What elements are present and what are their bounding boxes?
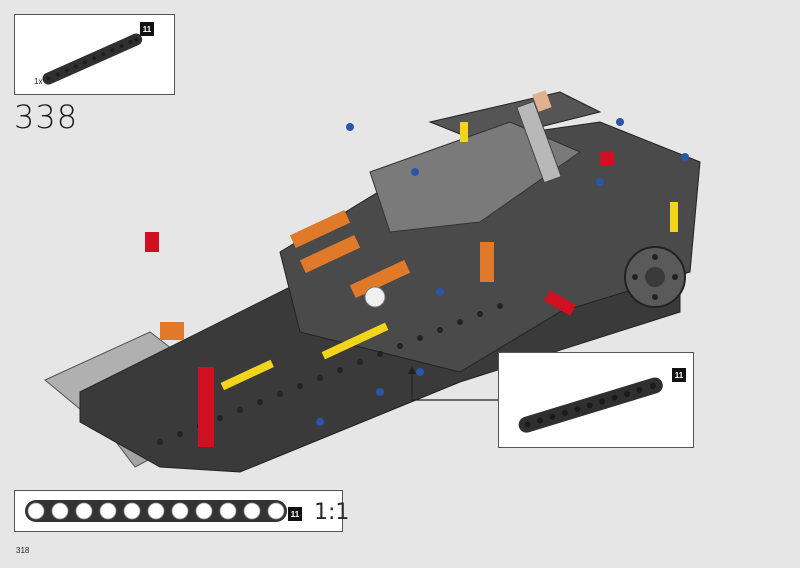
yellow-axle [321,322,389,360]
model-illustration [44,90,701,473]
subassembly-beam-image [518,377,663,433]
beam-part-image [42,33,143,85]
scale-label: 1:1 [314,500,350,525]
scale-beam-image [25,500,287,522]
step-number: 338 [14,98,79,136]
wheel-hub [624,246,686,308]
shock-absorber [516,90,562,184]
gearbox [369,121,582,233]
orange-element [160,322,184,340]
part-quantity: 1x [34,77,43,86]
white-gear [364,286,386,308]
red-element [198,367,214,447]
scale-length-badge: 11 [288,507,302,521]
part-length-badge: 11 [140,22,154,36]
red-element [145,232,159,252]
yellow-axle [220,359,274,391]
yellow-axle [670,202,678,232]
orange-element [349,259,411,299]
subassembly-callout [498,352,694,448]
orange-element [480,242,494,282]
orange-element [299,234,361,274]
orange-element [289,209,351,249]
yellow-axle [460,122,468,142]
page-number: 318 [16,546,30,555]
subassembly-length-badge: 11 [672,368,686,382]
red-element [544,290,576,316]
callout-pointer [411,372,498,401]
red-element [600,152,614,166]
